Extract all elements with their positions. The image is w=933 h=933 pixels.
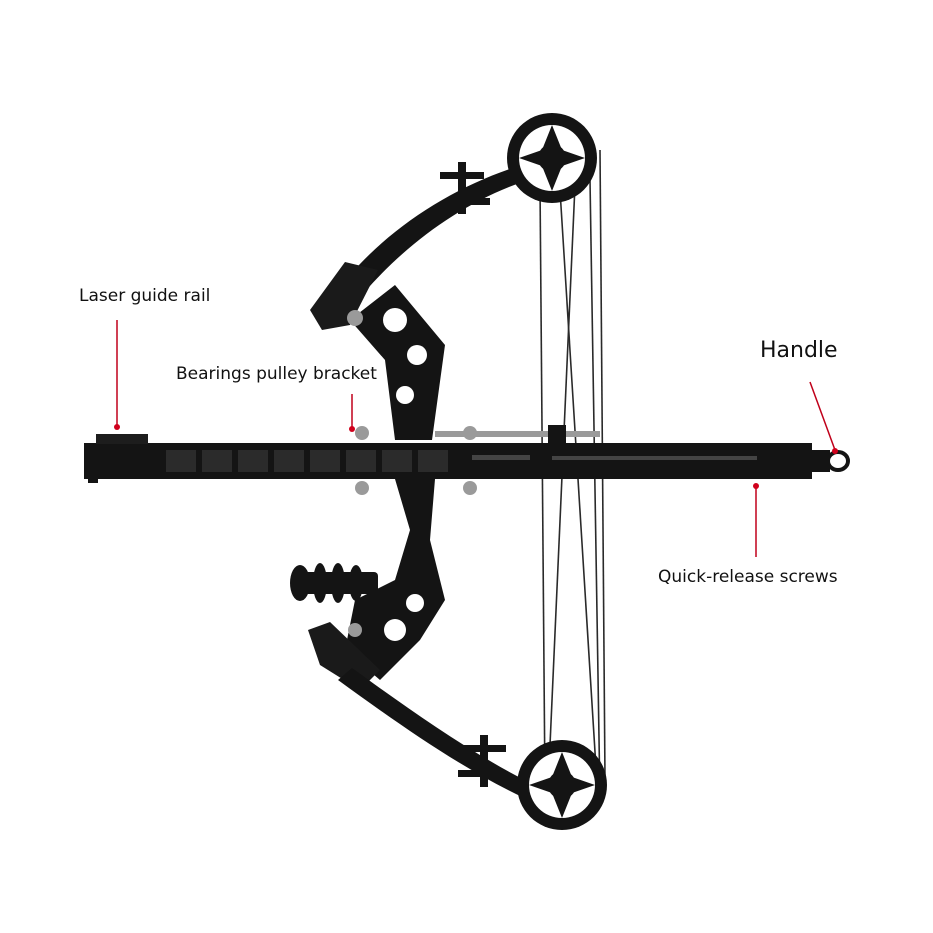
upper-dampener [440, 162, 490, 214]
lower-limb-pocket [308, 622, 380, 690]
handle-ring [808, 450, 850, 472]
stabilizer [290, 563, 378, 603]
label-bearings-pulley-bracket: Bearings pulley bracket [176, 364, 377, 384]
rail [84, 425, 812, 495]
upper-cam [507, 113, 597, 203]
riser-upper [347, 285, 445, 440]
lower-limb [338, 668, 545, 805]
label-quick-release-screws: Quick-release screws [658, 567, 838, 587]
riser-lower [345, 479, 445, 680]
label-laser-guide-rail: Laser guide rail [79, 286, 211, 306]
label-handle: Handle [760, 338, 838, 363]
lower-dampener [458, 735, 506, 787]
callout-leaders [114, 320, 838, 557]
upper-limb-pocket [310, 262, 378, 330]
lower-cam [517, 740, 607, 830]
